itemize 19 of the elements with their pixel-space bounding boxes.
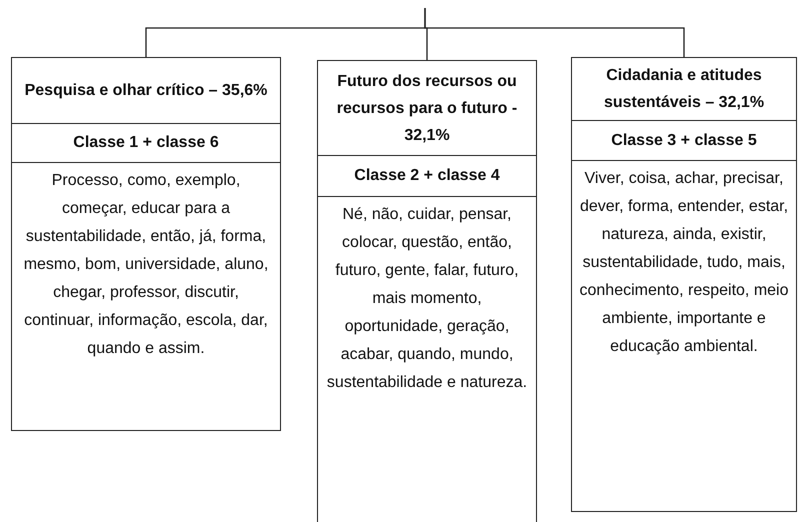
- word-list-box: [317, 196, 537, 522]
- class-box: [11, 123, 281, 163]
- word-list-text: Viver, coisa, achar, precisar, dever, forma, entender, estar, natureza, ainda, existir, sustentabilidade, tudo, mais, conhecimento, respeito, meio ambiente, importante e educação ambiental.: [578, 169, 790, 357]
- word-list-text: Né, não, cuidar, pensar, colocar, questão, então, futuro, gente, falar, futuro, mais momento, oportunidade, geração, acabar, quando, mundo, sustentabilidade e natureza.: [326, 205, 528, 393]
- heading-box: [317, 60, 537, 156]
- class-label: Classe 3 + classe 5: [610, 132, 758, 150]
- heading-text: Futuro dos recursos ou recursos para o futuro - 32,1%: [336, 72, 518, 146]
- class-label: Classe 2 + classe 4: [353, 167, 501, 185]
- word-list-box: [571, 160, 797, 512]
- heading-box: [571, 57, 797, 121]
- heading-text: Cidadania e atitudes sustentáveis – 32,1%: [602, 66, 766, 113]
- class-label: Classe 1 + classe 6: [72, 134, 220, 152]
- heading-text: Pesquisa e olhar crítico – 35,6%: [24, 81, 268, 101]
- class-box: [571, 120, 797, 161]
- heading-box: [11, 57, 281, 124]
- class-box: [317, 155, 537, 197]
- connector-line: [424, 8, 685, 57]
- word-list-box: [11, 162, 281, 431]
- word-list-text: Processo, como, exemplo, começar, educar para a sustentabilidade, então, já, forma, mesmo, bom, universidade, aluno, chegar, professor, discutir, continuar, informação, escola, dar, quando e assim.: [22, 171, 270, 359]
